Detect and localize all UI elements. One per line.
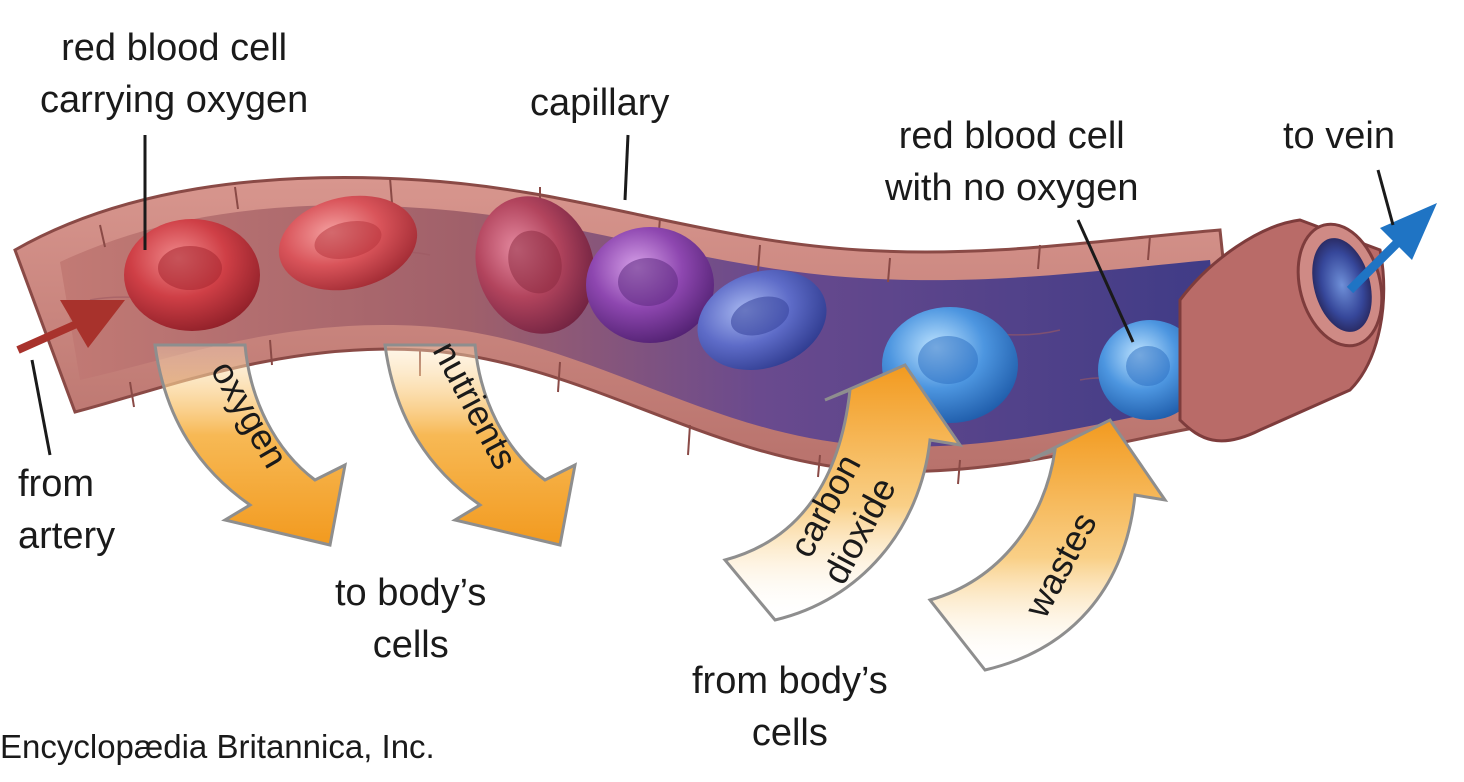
label-to-body-cells: to body’s cells [335, 572, 487, 666]
rbc-3-oxygenated [475, 196, 595, 334]
label-capillary: capillary [530, 82, 670, 124]
label-from-body-cells: from body’s cells [692, 660, 888, 754]
rbc-7-deoxygenated [1098, 320, 1202, 420]
rbc-4-transitioning [586, 227, 714, 343]
label-to-vein: to vein [1283, 115, 1395, 157]
rbc-1-oxygenated [124, 219, 260, 331]
leader-capillary [623, 134, 630, 201]
leader-to-vein [1376, 169, 1395, 226]
leader-rbc-no-oxygen [1076, 219, 1135, 343]
vein-opening [1178, 218, 1386, 443]
rbc-2-oxygenated [278, 195, 418, 291]
wastes-arrow: wastes [927, 418, 1169, 672]
rbc-5-transitioning [697, 270, 827, 370]
leader-lines [30, 134, 1395, 456]
leader-from-artery [30, 359, 52, 456]
credit-text: Encyclopædia Britannica, Inc. [0, 728, 435, 765]
from-artery-arrow [16, 300, 125, 354]
label-from-artery: from artery [18, 463, 116, 557]
wall-segments [99, 177, 1151, 485]
label-rbc-no-oxygen: red blood cell with no oxygen [885, 115, 1139, 209]
to-vein-arrow [1346, 203, 1437, 294]
oxygen-arrow: oxygen [153, 343, 348, 547]
label-rbc-carrying-oxygen: red blood cell carrying oxygen [40, 27, 309, 121]
